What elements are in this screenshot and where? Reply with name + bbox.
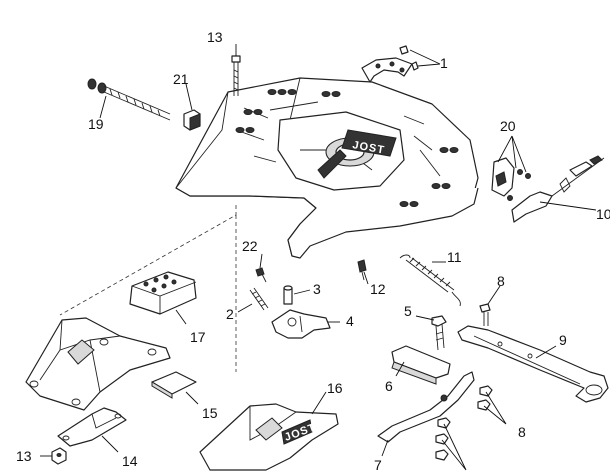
part-22-screw [255, 267, 267, 283]
callout-labels: 1 2 3 4 5 6 7 8 8 9 10 11 12 13 13 14 15… [16, 29, 610, 472]
callout-8-top: 8 [497, 273, 505, 289]
part-8-bolt-upper [479, 303, 491, 326]
callout-21: 21 [173, 71, 189, 87]
callout-17: 17 [190, 329, 206, 345]
part-3-bushing [283, 285, 293, 305]
callout-19: 19 [88, 116, 104, 132]
callout-13-bottom: 13 [16, 448, 32, 464]
callout-10: 10 [596, 206, 610, 222]
part-12-grease-fitting [357, 259, 367, 281]
part-9-release-bar [457, 325, 609, 403]
part-14-clamp-bracket [57, 407, 127, 447]
part-6-slide-plate [391, 345, 451, 385]
part-2-spring-pin [249, 287, 269, 311]
mounting-bracket-left [25, 317, 171, 411]
callout-11: 11 [447, 249, 462, 265]
jost-logo-plate: JOST [341, 129, 397, 157]
part-5-bolt [431, 315, 447, 351]
callout-4: 4 [346, 313, 354, 329]
part-19-threaded-rod [87, 78, 171, 121]
callout-3: 3 [313, 281, 321, 297]
part-10-release-handle [511, 155, 605, 223]
part-20-release-bracket [491, 157, 531, 201]
callout-9: 9 [559, 332, 567, 348]
callout-8-bottom: 8 [518, 424, 526, 440]
leader-lines [40, 44, 557, 471]
grease-holes [235, 89, 459, 207]
callout-12: 12 [370, 281, 386, 297]
svg-text:JOST: JOST [351, 139, 385, 157]
part-13-nut [51, 447, 67, 465]
part-16-mounting-bracket: JOST [199, 403, 339, 471]
part-7-release-lever [377, 371, 475, 443]
part-17-pad [129, 271, 197, 315]
callout-22: 22 [242, 238, 258, 254]
part-15-shim-plate [151, 371, 197, 399]
part-4-lock-jaw [271, 309, 331, 339]
lock-handle [317, 149, 347, 179]
callout-15: 15 [202, 405, 218, 421]
part-8-nuts [435, 385, 493, 461]
callout-14: 14 [122, 453, 138, 469]
callout-16: 16 [327, 380, 343, 396]
callout-20: 20 [500, 118, 516, 134]
callout-2: 2 [226, 306, 234, 322]
part-21-block [183, 109, 201, 131]
part-11-spring [399, 254, 461, 307]
callout-1: 1 [440, 55, 448, 71]
part-1-lock-segment [361, 45, 419, 83]
callout-7: 7 [374, 457, 382, 472]
callout-5: 5 [404, 303, 412, 319]
callout-6: 6 [385, 378, 393, 394]
callout-13-top: 13 [207, 29, 223, 45]
fifth-wheel-top-plate: JOST [175, 77, 479, 259]
